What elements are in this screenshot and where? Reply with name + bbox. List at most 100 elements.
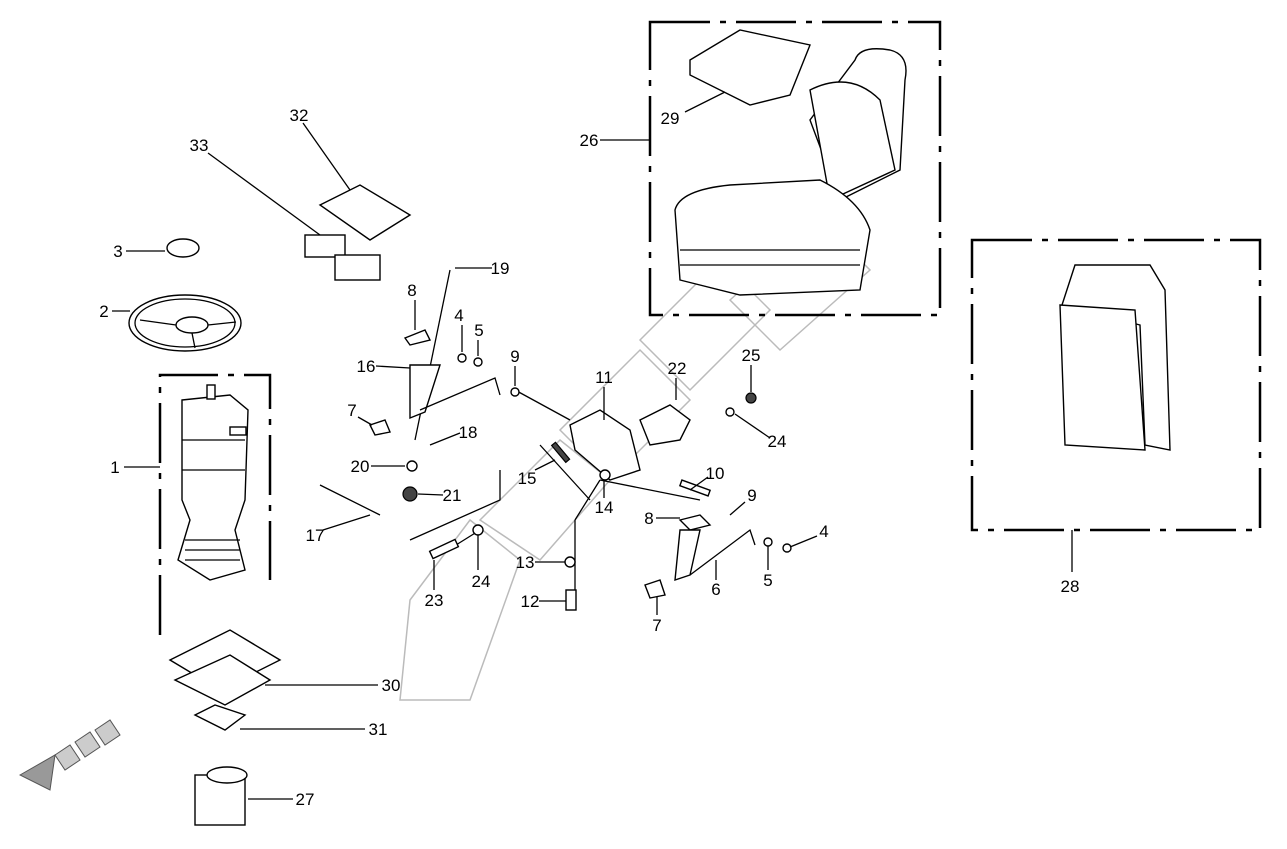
callout-number: 17 — [306, 526, 325, 545]
leader-line — [789, 535, 818, 548]
callout-1: 1 — [110, 458, 160, 477]
callout-8: 8 — [407, 281, 417, 330]
leader-line — [734, 413, 771, 439]
callout-number: 29 — [661, 109, 680, 128]
callout-number: 10 — [706, 464, 725, 483]
callout-number: 11 — [595, 368, 613, 387]
callout-16: 16 — [357, 357, 411, 376]
callout-13: 13 — [516, 553, 565, 572]
callout-number: 23 — [425, 591, 444, 610]
armrest-part — [1059, 264, 1171, 451]
seat-part — [674, 29, 907, 296]
callout-30: 30 — [265, 676, 400, 695]
callout-20: 20 — [351, 457, 405, 476]
cap-part — [166, 238, 200, 258]
leader-line — [534, 459, 556, 471]
callout-9: 9 — [510, 347, 520, 386]
callout-number: 16 — [357, 357, 376, 376]
callout-15: 15 — [518, 459, 556, 488]
group-box-26 — [648, 20, 942, 317]
callout-26: 26 — [580, 131, 650, 150]
callout-14: 14 — [595, 480, 614, 517]
callout-28: 28 — [1061, 530, 1080, 596]
leader-line — [689, 476, 709, 491]
leader-line — [417, 493, 444, 496]
callout-number: 18 — [459, 423, 478, 442]
callout-number: 22 — [668, 359, 687, 378]
callout-18: 18 — [429, 423, 478, 446]
callout-number: 30 — [382, 676, 401, 695]
callout-27: 27 — [248, 790, 314, 809]
callout-12: 12 — [521, 592, 566, 611]
leader-line — [684, 91, 726, 113]
group-box-28 — [970, 238, 1262, 532]
callout-number: 9 — [510, 347, 519, 366]
callout-number: 21 — [443, 486, 462, 505]
callout-25: 25 — [742, 346, 761, 392]
callout-number: 8 — [407, 281, 416, 300]
callout-number: 4 — [819, 522, 828, 541]
callout-7: 7 — [347, 401, 373, 426]
leader-line — [729, 501, 746, 516]
pedal-assembly — [319, 269, 792, 611]
callout-number: 25 — [742, 346, 761, 365]
group-box-1 — [158, 373, 272, 635]
leader-line — [429, 432, 461, 446]
callout-number: 6 — [711, 580, 720, 599]
callout-number: 15 — [518, 469, 537, 488]
callout-number: 3 — [113, 242, 122, 261]
callout-9: 9 — [729, 486, 757, 516]
callout-number: 24 — [472, 572, 491, 591]
callout-number: 24 — [768, 432, 787, 451]
callout-19: 19 — [455, 259, 509, 278]
valve-parts — [168, 629, 282, 826]
steering-wheel-part — [128, 294, 242, 352]
callout-4: 4 — [789, 522, 829, 548]
callout-8: 8 — [644, 509, 680, 528]
callout-number: 31 — [369, 720, 388, 739]
callout-32: 32 — [290, 106, 351, 191]
leader-line — [302, 122, 351, 191]
direction-arrow-icon — [18, 719, 121, 791]
callout-10: 10 — [689, 464, 725, 491]
callout-31: 31 — [240, 720, 387, 739]
callout-24: 24 — [472, 535, 491, 591]
callout-number: 27 — [296, 790, 315, 809]
callout-number: 5 — [474, 321, 483, 340]
callout-number: 26 — [580, 131, 599, 150]
callout-6: 6 — [711, 560, 721, 599]
callout-7: 7 — [652, 597, 662, 635]
callout-number: 9 — [747, 486, 756, 505]
callout-5: 5 — [474, 321, 484, 356]
callout-11: 11 — [595, 368, 613, 420]
callout-number: 8 — [644, 509, 653, 528]
leader-line — [357, 416, 373, 426]
callout-number: 12 — [521, 592, 540, 611]
callout-22: 22 — [668, 359, 687, 400]
callout-21: 21 — [417, 486, 462, 505]
callout-5: 5 — [763, 546, 773, 590]
callout-17: 17 — [306, 514, 371, 545]
leader-line — [207, 152, 321, 236]
callout-number: 13 — [516, 553, 535, 572]
callout-number: 33 — [190, 136, 209, 155]
callout-2: 2 — [99, 302, 130, 321]
callout-24: 24 — [734, 413, 787, 451]
callout-number: 32 — [290, 106, 309, 125]
callout-number: 4 — [454, 306, 463, 325]
callout-number: 2 — [99, 302, 108, 321]
callout-number: 19 — [491, 259, 510, 278]
callout-number: 7 — [652, 616, 661, 635]
callout-number: 20 — [351, 457, 370, 476]
callout-number: 7 — [347, 401, 356, 420]
callout-33: 33 — [190, 136, 321, 236]
callout-number: 14 — [595, 498, 614, 517]
callout-number: 1 — [110, 458, 119, 477]
callout-3: 3 — [113, 242, 165, 261]
callout-number: 5 — [763, 571, 772, 590]
pad-parts — [304, 184, 412, 281]
callout-4: 4 — [454, 306, 464, 352]
callout-number: 28 — [1061, 577, 1080, 596]
